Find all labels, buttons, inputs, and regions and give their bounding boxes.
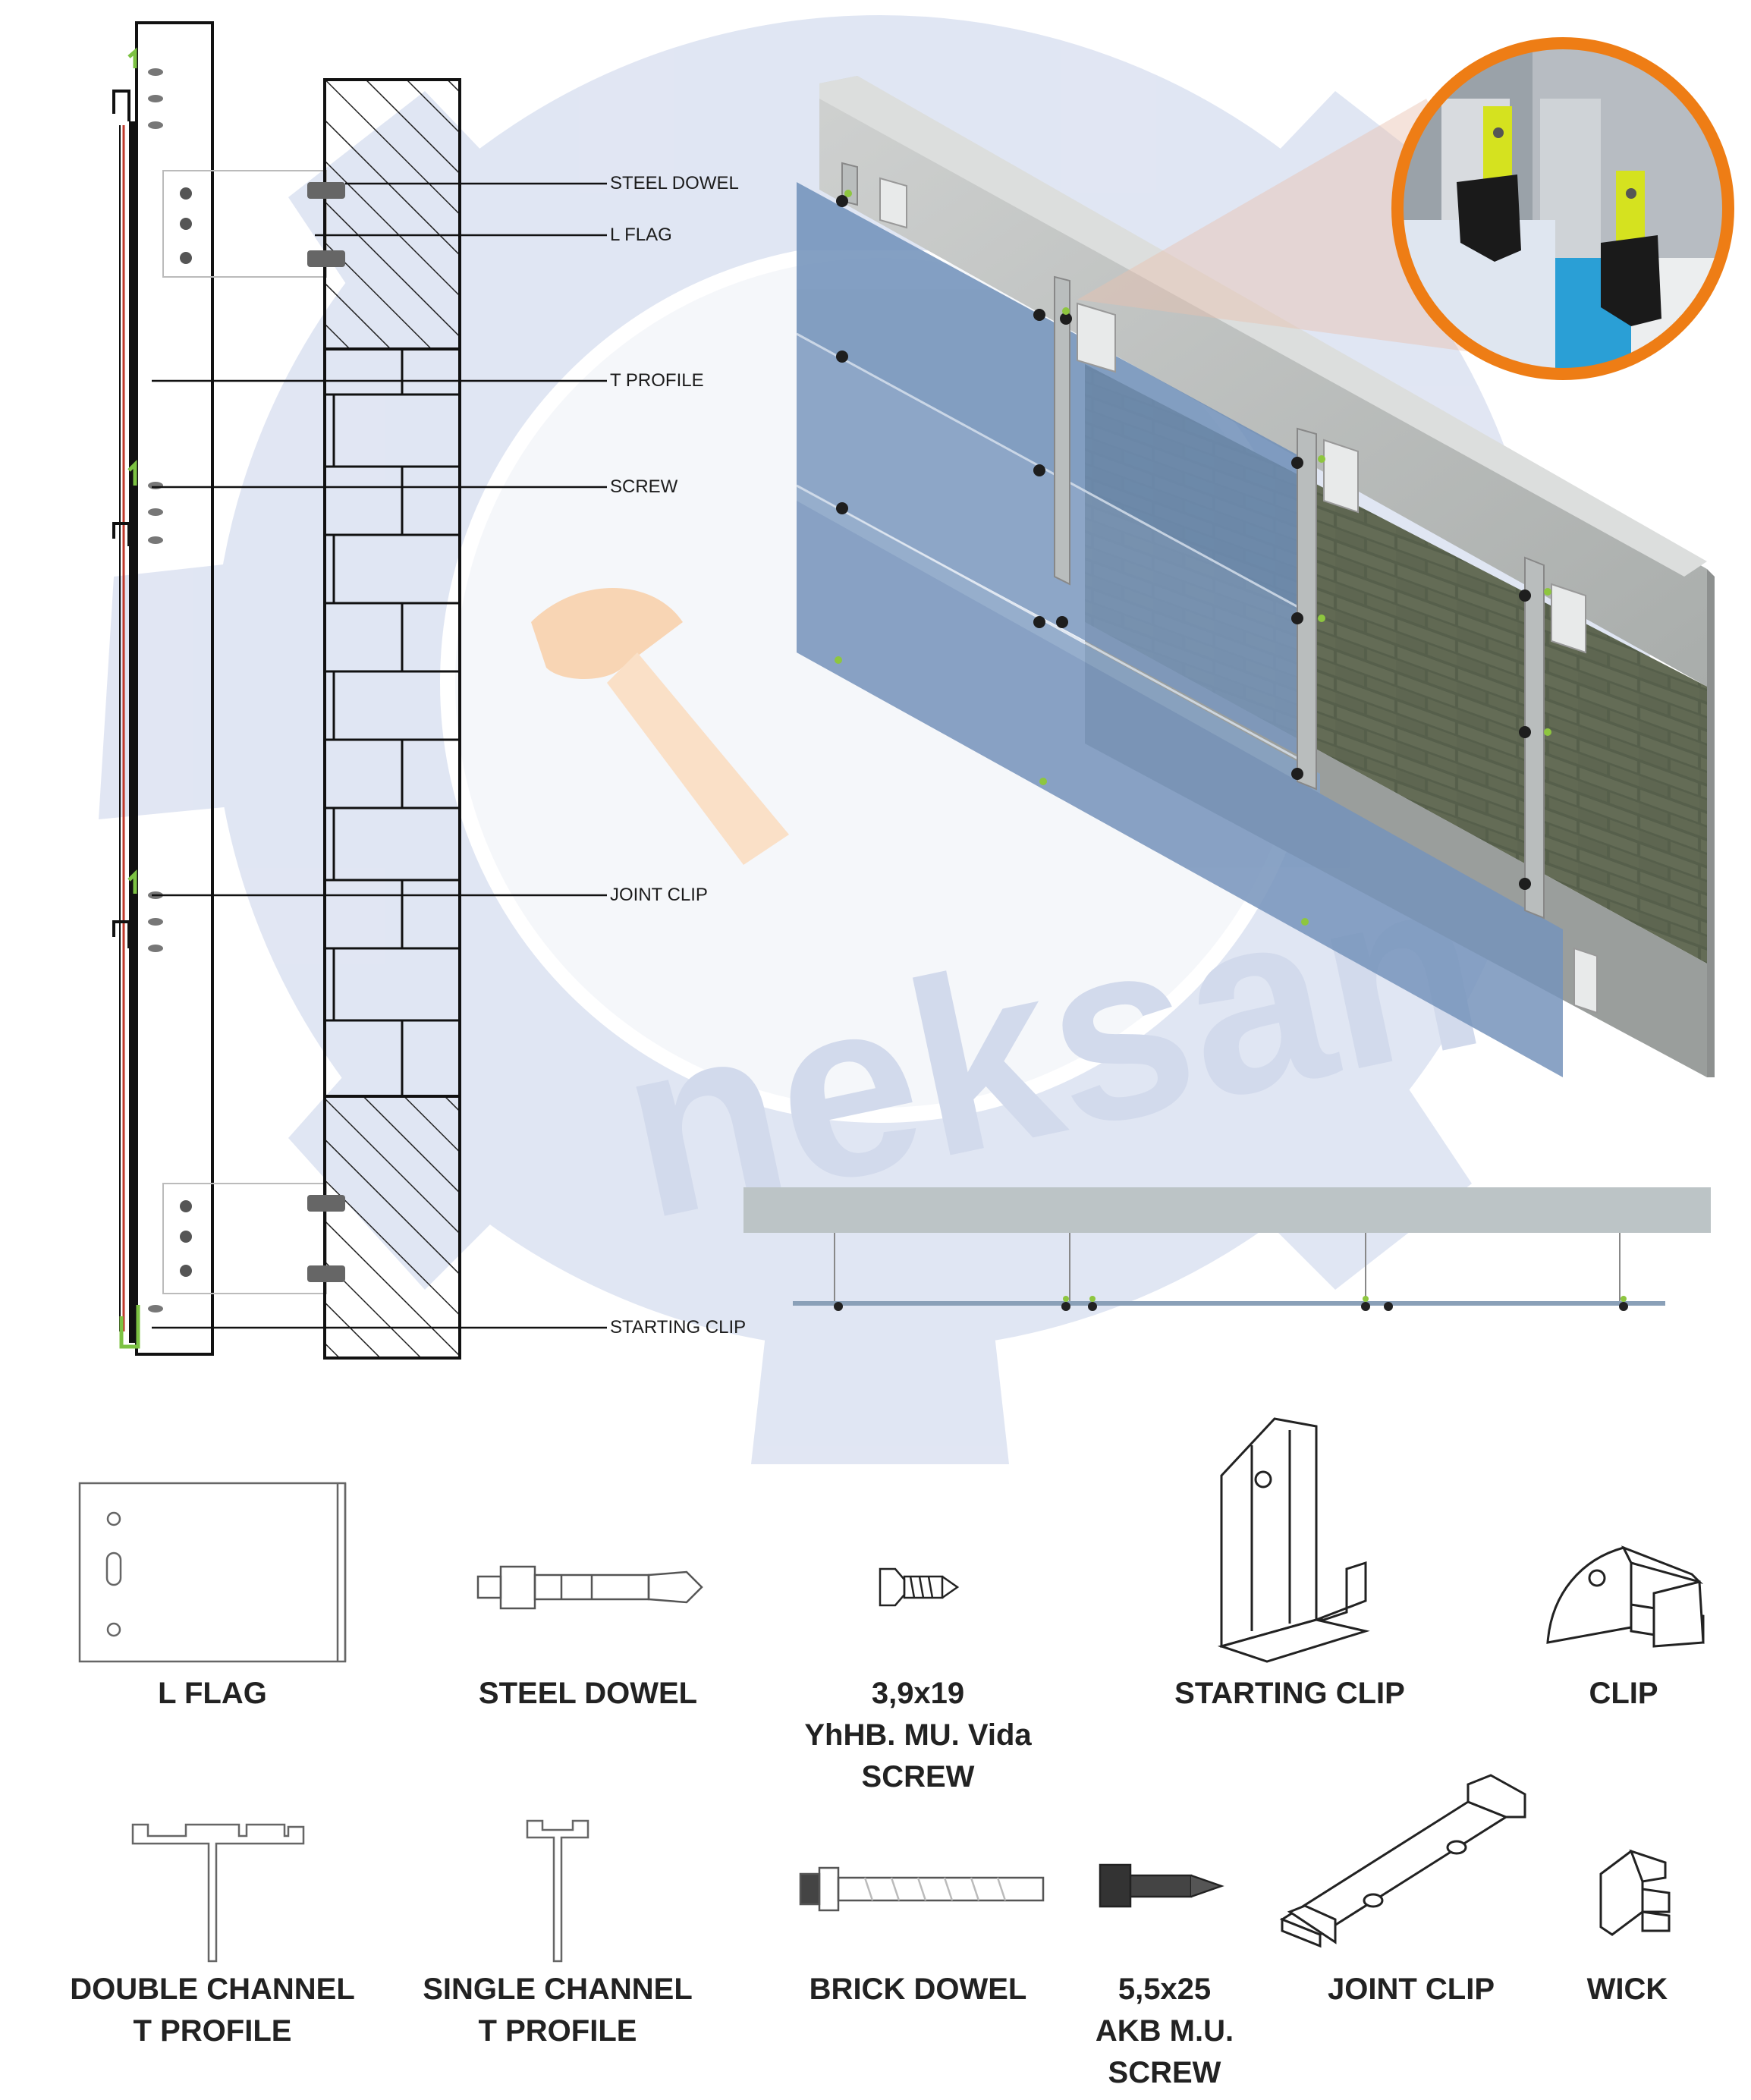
callout-screw: SCREW (610, 476, 678, 497)
callout-starting-clip: STARTING CLIP (610, 1317, 747, 1338)
part-label-clip: CLIP (1589, 1677, 1658, 1710)
part-label-brick-dowel: BRICK DOWEL (809, 1973, 1027, 2006)
vida-screw-icon (879, 1567, 960, 1607)
concrete-slab-bottom (323, 1095, 461, 1360)
wick-icon (1599, 1849, 1671, 1936)
brick-wall (323, 347, 461, 1098)
t-profile-rails (841, 162, 1545, 920)
joint-clip-icon (1279, 1774, 1526, 1948)
plan-slab (743, 1187, 1711, 1233)
callout-steel-dowel: STEEL DOWEL (610, 173, 739, 193)
zoom-detail-circle (1391, 37, 1734, 380)
cladding-panels (797, 182, 1563, 1077)
callout-t-profile: T PROFILE (610, 370, 704, 391)
callout-joint-clip: JOINT CLIP (610, 885, 708, 905)
single-channel-t-profile-icon (526, 1819, 589, 1963)
brick-dowel-icon (799, 1866, 1045, 1912)
starting-clip-icon (1217, 1417, 1370, 1663)
callout-l-flag: L FLAG (610, 225, 672, 245)
l-flag-brackets (879, 177, 1598, 1014)
clip-icon (1546, 1545, 1705, 1648)
upper-concrete-slab (819, 76, 1707, 687)
part-label-l-flag: L FLAG (158, 1677, 267, 1710)
part-label-steel-dowel: STEEL DOWEL (478, 1677, 698, 1710)
part-label-joint-clip: JOINT CLIP (1327, 1973, 1495, 2006)
l-flag-icon (78, 1482, 347, 1663)
double-channel-t-profile-icon (131, 1823, 305, 1963)
concrete-slab-top (323, 78, 461, 351)
akb-screw-icon (1099, 1863, 1224, 1908)
steel-dowel-icon (476, 1565, 703, 1610)
part-label-starting-clip: STARTING CLIP (1174, 1677, 1405, 1710)
part-label-wick: WICK (1586, 1973, 1668, 2006)
panel-clips (836, 195, 1531, 890)
